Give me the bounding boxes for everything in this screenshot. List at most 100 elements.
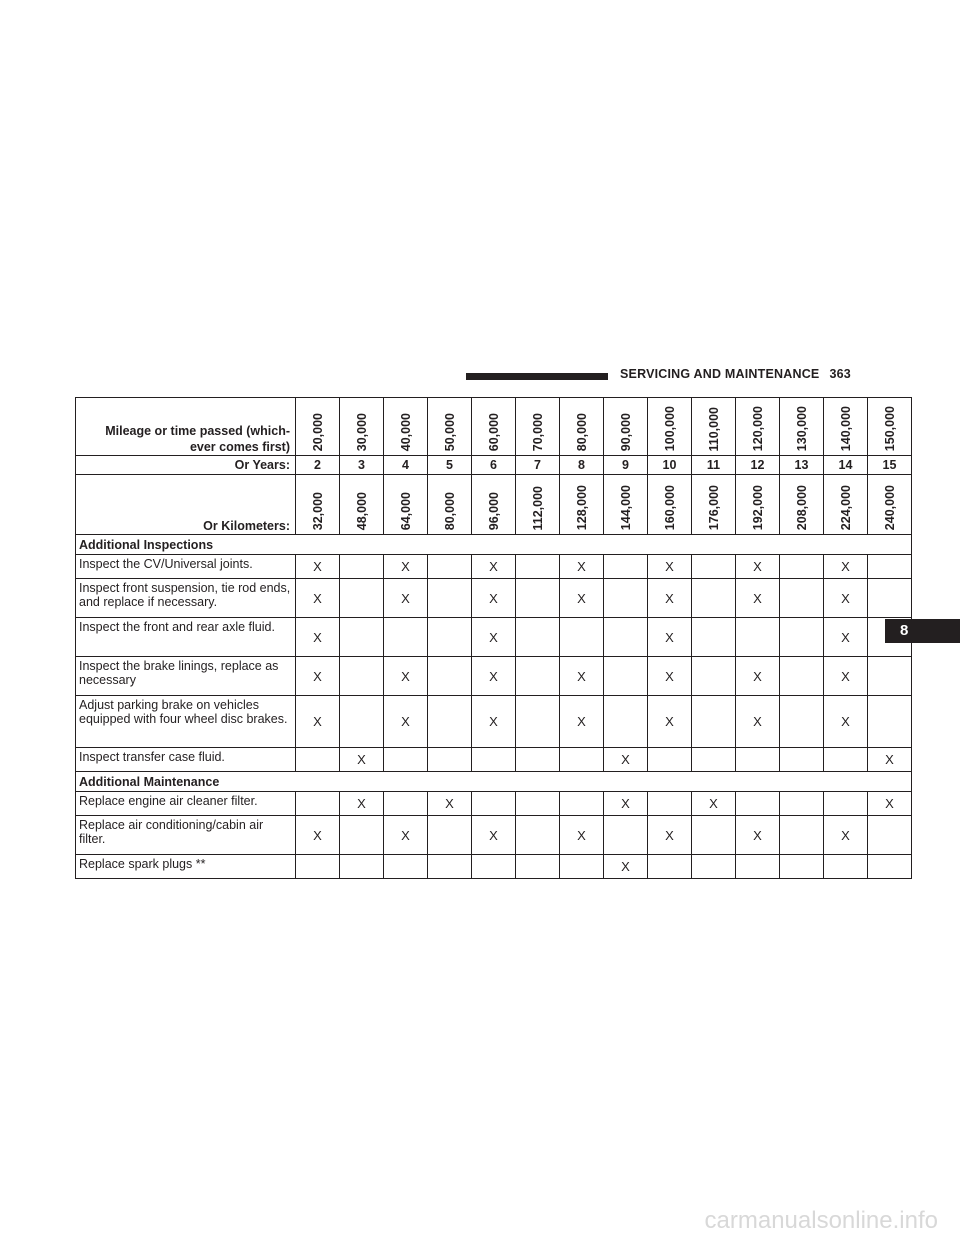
- years-value: 13: [779, 455, 824, 475]
- service-mark: [339, 617, 384, 657]
- kilometers-value: 208,000: [794, 484, 809, 530]
- service-mark: [515, 695, 560, 748]
- service-mark: [427, 695, 472, 748]
- service-mark: [471, 747, 516, 772]
- task-description: Inspect the brake linings, replace as ne…: [75, 656, 296, 696]
- service-mark: [603, 554, 648, 579]
- service-mark: X: [383, 578, 428, 618]
- service-mark: X: [559, 578, 604, 618]
- service-mark: [691, 815, 736, 855]
- service-mark: X: [647, 815, 692, 855]
- kilometers-cell: 112,000: [515, 474, 560, 535]
- service-mark: X: [295, 617, 340, 657]
- kilometers-cell: 64,000: [383, 474, 428, 535]
- service-mark: X: [691, 791, 736, 816]
- service-mark: X: [603, 791, 648, 816]
- mileage-cell: 40,000: [383, 397, 428, 456]
- mileage-label: Mileage or time passed (which- ever come…: [75, 397, 296, 456]
- task-description: Adjust parking brake on vehicles equippe…: [75, 695, 296, 748]
- service-mark: [339, 554, 384, 579]
- kilometers-value: 96,000: [486, 491, 501, 530]
- service-mark: X: [471, 695, 516, 748]
- service-mark: [427, 617, 472, 657]
- service-mark: [603, 695, 648, 748]
- service-mark: X: [427, 791, 472, 816]
- service-mark: [779, 617, 824, 657]
- service-mark: [603, 578, 648, 618]
- service-mark: [339, 815, 384, 855]
- service-mark: X: [647, 617, 692, 657]
- service-mark: [339, 578, 384, 618]
- service-mark: [867, 695, 912, 748]
- kilometers-cell: 128,000: [559, 474, 604, 535]
- service-mark: X: [647, 695, 692, 748]
- service-mark: X: [559, 656, 604, 696]
- mileage-cell: 150,000: [867, 397, 912, 456]
- years-value: 14: [823, 455, 868, 475]
- service-mark: [779, 695, 824, 748]
- task-description: Inspect front suspension, tie rod ends, …: [75, 578, 296, 618]
- mileage-cell: 60,000: [471, 397, 516, 456]
- kilometers-cell: 176,000: [691, 474, 736, 535]
- service-mark: X: [383, 656, 428, 696]
- mileage-value: 100,000: [662, 405, 677, 451]
- task-description: Replace air conditioning/cabin air filte…: [75, 815, 296, 855]
- kilometers-value: 160,000: [662, 484, 677, 530]
- service-mark: [867, 617, 912, 657]
- service-mark: X: [295, 695, 340, 748]
- service-mark: [691, 656, 736, 696]
- section-header-row: Additional Inspections: [75, 534, 912, 555]
- mileage-value: 150,000: [882, 405, 897, 451]
- service-mark: [779, 854, 824, 879]
- service-mark: [383, 617, 428, 657]
- kilometers-cell: 224,000: [823, 474, 868, 535]
- mileage-value: 110,000: [706, 406, 721, 452]
- service-mark: [427, 815, 472, 855]
- task-description: Inspect the CV/Universal joints.: [75, 554, 296, 579]
- service-mark: [823, 791, 868, 816]
- service-mark: X: [339, 747, 384, 772]
- service-mark: [603, 815, 648, 855]
- service-mark: [735, 791, 780, 816]
- service-mark: [559, 791, 604, 816]
- section-title: Additional Inspections: [75, 534, 912, 555]
- service-mark: [735, 747, 780, 772]
- kilometers-cell: 240,000: [867, 474, 912, 535]
- service-mark: X: [559, 554, 604, 579]
- service-mark: [691, 554, 736, 579]
- mileage-row: Mileage or time passed (which- ever come…: [75, 397, 912, 456]
- header-rule: [466, 373, 608, 380]
- service-mark: X: [471, 554, 516, 579]
- kilometers-cell: 208,000: [779, 474, 824, 535]
- service-mark: [823, 854, 868, 879]
- service-mark: [779, 578, 824, 618]
- task-description: Inspect transfer case fluid.: [75, 747, 296, 772]
- service-mark: [515, 791, 560, 816]
- kilometers-value: 240,000: [882, 484, 897, 530]
- kilometers-value: 144,000: [618, 484, 633, 530]
- service-mark: X: [867, 791, 912, 816]
- service-mark: [339, 854, 384, 879]
- page-number: 363: [829, 367, 851, 381]
- kilometers-cell: 160,000: [647, 474, 692, 535]
- service-mark: X: [383, 554, 428, 579]
- service-mark: [383, 791, 428, 816]
- service-mark: X: [735, 815, 780, 855]
- service-mark: X: [823, 815, 868, 855]
- service-mark: [515, 554, 560, 579]
- mileage-label-line1: Mileage or time passed (which-: [105, 424, 290, 438]
- service-mark: X: [383, 695, 428, 748]
- mileage-value: 130,000: [794, 405, 809, 451]
- mileage-value: 120,000: [750, 405, 765, 451]
- mileage-value: 70,000: [530, 412, 545, 451]
- kilometers-value: 112,000: [530, 485, 545, 531]
- years-value: 3: [339, 455, 384, 475]
- service-mark: X: [823, 656, 868, 696]
- service-mark: X: [823, 695, 868, 748]
- maintenance-schedule-table: Mileage or time passed (which- ever come…: [75, 397, 912, 879]
